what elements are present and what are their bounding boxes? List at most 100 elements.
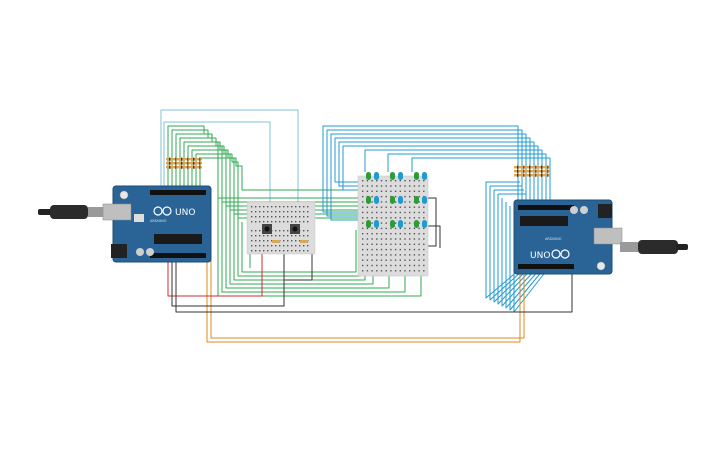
hole <box>390 180 392 182</box>
hole <box>409 201 411 203</box>
hole <box>390 233 392 235</box>
hole <box>291 221 293 223</box>
hole <box>418 233 420 235</box>
hole <box>423 190 425 192</box>
hole <box>366 238 369 240</box>
hole <box>390 270 392 272</box>
led <box>374 172 379 180</box>
hole <box>380 206 383 208</box>
wire <box>163 121 271 232</box>
hole <box>376 206 378 208</box>
hole <box>376 264 378 267</box>
led <box>366 220 371 228</box>
hole <box>275 235 277 237</box>
hole <box>399 238 401 240</box>
hole <box>283 235 285 237</box>
hole <box>287 240 289 242</box>
hole <box>404 254 406 256</box>
hole <box>291 250 293 252</box>
hole <box>409 217 411 219</box>
hole <box>404 180 406 182</box>
hole <box>385 264 387 267</box>
hole <box>259 235 261 237</box>
hole <box>255 235 257 237</box>
hole <box>283 230 285 232</box>
hole <box>303 216 305 218</box>
hole <box>394 185 397 187</box>
hole <box>418 185 420 187</box>
hole <box>404 264 406 267</box>
hole <box>409 211 411 214</box>
hole <box>394 243 397 245</box>
hole <box>275 250 277 252</box>
hole <box>423 217 425 219</box>
hole <box>390 248 392 251</box>
hole <box>279 245 281 247</box>
hole <box>366 264 369 267</box>
hole <box>418 254 420 256</box>
hole <box>283 206 285 208</box>
small-breadboard <box>246 201 316 255</box>
hole <box>394 248 397 251</box>
hole <box>255 245 257 247</box>
hole <box>255 206 257 208</box>
resistor-band <box>181 157 183 161</box>
left-arduino-board[interactable]: UNO ARDUINO <box>102 185 212 263</box>
hole <box>371 264 373 267</box>
resistor-band <box>535 165 537 169</box>
led <box>366 172 371 180</box>
hole <box>371 195 373 198</box>
resistor-band <box>535 169 537 173</box>
hole <box>263 211 265 213</box>
resistor <box>272 240 280 243</box>
hole <box>371 254 373 256</box>
hole <box>295 211 297 213</box>
hole <box>404 190 406 192</box>
hole <box>423 233 425 235</box>
hole <box>271 221 273 223</box>
hole <box>279 211 281 213</box>
hole <box>287 221 289 223</box>
hole <box>380 222 383 224</box>
hole <box>376 243 378 245</box>
hole <box>376 211 378 214</box>
hole <box>380 238 383 240</box>
hole <box>307 206 309 208</box>
hole <box>271 250 273 252</box>
board-logo: UNO <box>530 251 550 261</box>
hole <box>259 245 261 247</box>
hole <box>299 221 301 223</box>
hole <box>299 235 301 237</box>
hole <box>380 248 383 251</box>
hole <box>279 230 281 232</box>
hole <box>404 243 406 245</box>
hole <box>283 245 285 247</box>
hole <box>362 270 364 272</box>
hole <box>279 206 281 208</box>
hole <box>362 254 364 256</box>
hole <box>295 221 297 223</box>
hole <box>307 250 309 252</box>
hole <box>259 211 261 213</box>
right-arduino-board[interactable]: UNO ARDUINO <box>513 199 623 275</box>
hole <box>385 180 387 182</box>
hole <box>385 185 387 187</box>
wire <box>505 202 540 309</box>
hole <box>275 245 277 247</box>
hole <box>259 250 261 252</box>
resistor-band <box>175 165 177 169</box>
hole <box>295 245 297 247</box>
wire <box>322 125 519 213</box>
hole <box>371 217 373 219</box>
hole <box>423 227 425 230</box>
hole <box>413 248 416 251</box>
resistor-band <box>547 173 549 177</box>
hole <box>376 190 378 192</box>
hole <box>271 240 273 242</box>
hole <box>394 238 397 240</box>
hole <box>390 264 392 267</box>
wire <box>241 222 357 273</box>
wire <box>210 212 525 339</box>
led <box>422 220 427 228</box>
hole <box>295 206 297 208</box>
